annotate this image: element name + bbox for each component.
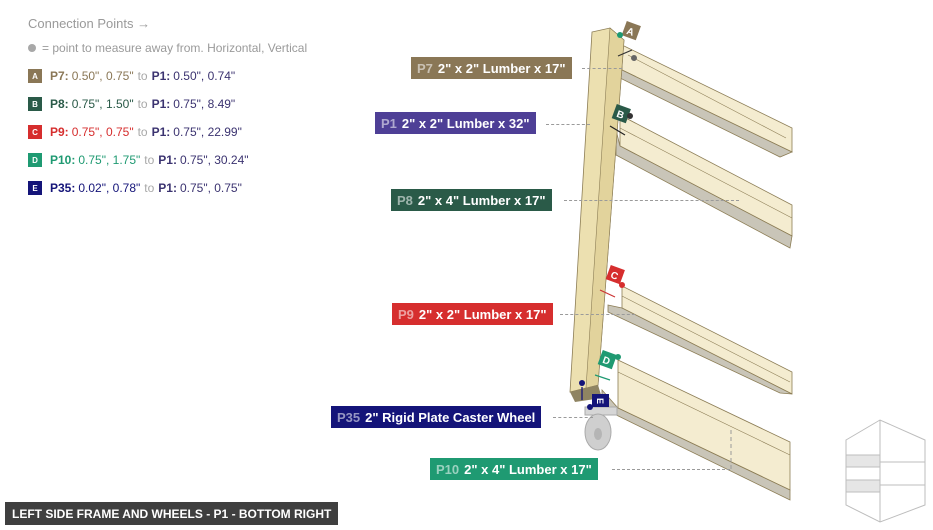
caster-wheel (584, 406, 618, 451)
badge-e: E (28, 181, 42, 195)
badge-a: A (28, 69, 42, 83)
marker-d[interactable]: D (594, 350, 621, 381)
marker-c[interactable]: C (599, 265, 625, 298)
assembly-thumbnail-icon[interactable] (845, 419, 926, 523)
legend-note: = point to measure away from. Horizontal… (28, 41, 307, 55)
legend-row-a: A P7: 0.50", 0.75" to P1: 0.50", 0.74" (28, 69, 307, 83)
legend-row-b: B P8: 0.75", 1.50" to P1: 0.75", 8.49" (28, 97, 307, 111)
leader-p35 (553, 417, 593, 418)
leader-p1 (546, 124, 590, 125)
part-p7 (617, 44, 793, 158)
badge-c: C (28, 125, 42, 139)
svg-text:C: C (609, 270, 620, 283)
legend-row-e: E P35: 0.02", 0.78" to P1: 0.75", 0.75" (28, 181, 307, 195)
leader-p10 (612, 469, 730, 470)
svg-text:D: D (601, 355, 612, 368)
legend-row-c: C P9: 0.75", 0.75" to P1: 0.75", 22.99" (28, 125, 307, 139)
marker-e[interactable]: E (579, 380, 609, 410)
svg-text:E: E (595, 398, 605, 404)
leader-p8 (564, 200, 739, 201)
svg-text:A: A (625, 26, 636, 39)
svg-text:B: B (615, 109, 626, 122)
marker-b[interactable]: B (609, 104, 633, 136)
part-p1 (569, 27, 625, 402)
point-dot-icon (28, 44, 36, 52)
leader-p7 (582, 68, 622, 69)
view-caption: LEFT SIDE FRAME AND WHEELS - P1 - BOTTOM… (5, 502, 339, 525)
badge-d: D (28, 153, 42, 167)
badge-b: B (28, 97, 42, 111)
part-p9 (607, 285, 793, 395)
part-p8 (615, 114, 793, 249)
connection-legend: Connection Points → = point to measure a… (28, 16, 307, 209)
legend-title: Connection Points → (28, 16, 151, 31)
marker-a[interactable]: A (617, 21, 641, 61)
legend-row-d: D P10: 0.75", 1.75" to P1: 0.75", 30.24" (28, 153, 307, 167)
leader-p9 (560, 314, 635, 315)
